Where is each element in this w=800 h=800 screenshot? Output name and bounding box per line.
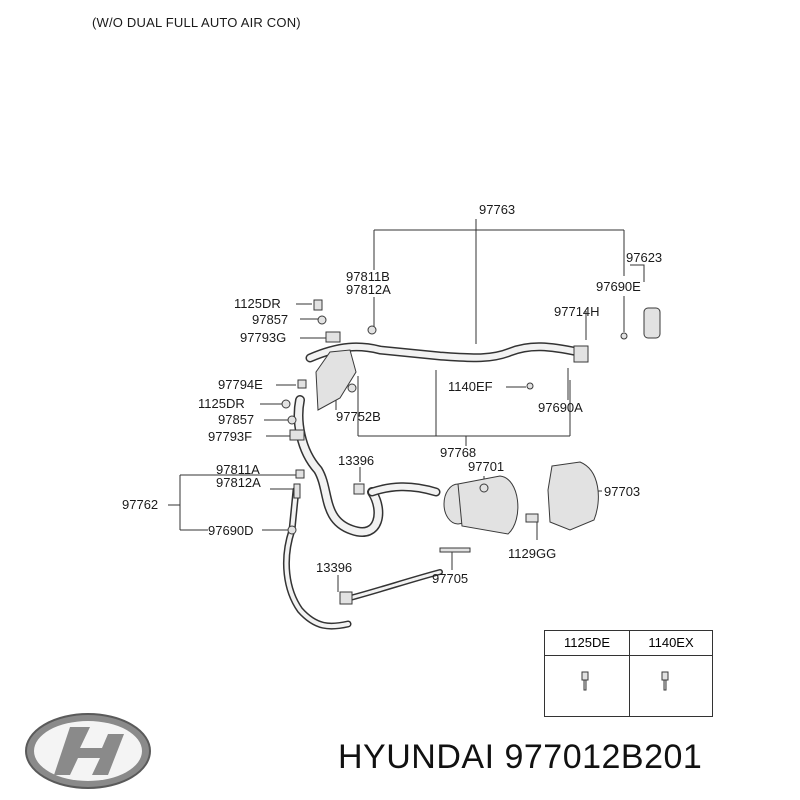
callout-97763: 97763 xyxy=(479,202,516,217)
callout-97714H: 97714H xyxy=(554,304,600,319)
callout-97705: 97705 xyxy=(432,571,469,586)
callout-97690E: 97690E xyxy=(596,279,641,294)
legend-cell-1140EX: 1140EX xyxy=(629,631,713,716)
callout-97623: 97623 xyxy=(626,250,663,265)
callout-97857-top: 97857 xyxy=(252,312,289,327)
callout-97701: 97701 xyxy=(468,459,505,474)
callout-97857-mid: 97857 xyxy=(218,412,255,427)
callout-97762: 97762 xyxy=(122,497,159,512)
callout-97811A: 97811A xyxy=(216,462,260,477)
callout-13396-top: 13396 xyxy=(338,453,375,468)
callout-97690A: 97690A xyxy=(538,400,583,415)
callout-1125DR-mid: 1125DR xyxy=(198,396,245,411)
legend-header-1140EX: 1140EX xyxy=(629,631,713,656)
callout-13396-bottom: 13396 xyxy=(316,560,353,575)
callout-97794E: 97794E xyxy=(218,377,263,392)
callout-97793F: 97793F xyxy=(208,429,253,444)
callout-97703: 97703 xyxy=(604,484,641,499)
hyundai-logo xyxy=(25,713,151,789)
callout-1129GG: 1129GG xyxy=(508,546,557,561)
callout-97811B: 97811B xyxy=(346,269,390,284)
fastener-legend-table: 1125DE 1140EX xyxy=(544,630,713,717)
legend-cell-1125DE: 1125DE xyxy=(545,631,630,716)
callout-1125DR-top: 1125DR xyxy=(234,296,281,311)
callout-97793G: 97793G xyxy=(240,330,287,345)
callout-97812A-left: 97812A xyxy=(216,475,261,490)
legend-header-1125DE: 1125DE xyxy=(545,631,629,656)
brand-part-number: HYUNDAI 977012B201 xyxy=(338,738,703,776)
component-parts xyxy=(281,299,669,691)
leader-lines xyxy=(168,219,645,592)
callout-1140EF: 1140EF xyxy=(448,379,493,394)
callout-97690D: 97690D xyxy=(208,523,254,538)
diagram-caption: (W/O DUAL FULL AUTO AIR CON) xyxy=(92,15,301,30)
callout-97752B: 97752B xyxy=(336,409,381,424)
callout-97812A-top: 97812A xyxy=(346,282,391,297)
callout-97768: 97768 xyxy=(440,445,477,460)
